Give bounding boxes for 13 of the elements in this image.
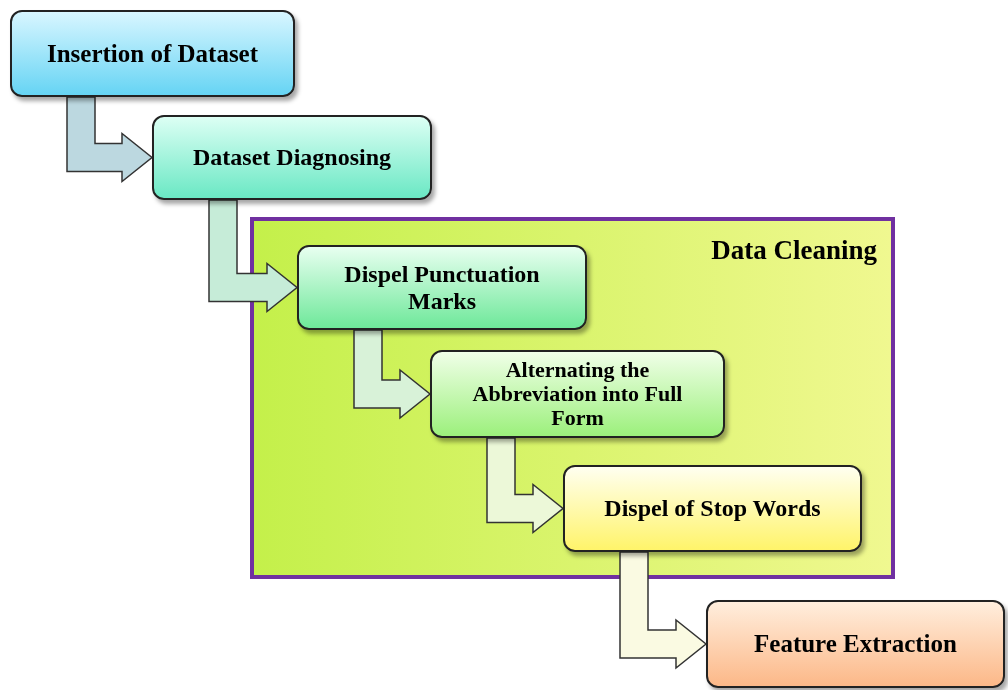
process-box: Dispel Punctuation Marks xyxy=(297,245,587,330)
process-box: Dispel of Stop Words xyxy=(563,465,862,552)
process-box: Dataset Diagnosing xyxy=(152,115,432,200)
group-title: Data Cleaning xyxy=(711,235,877,266)
process-box: Feature Extraction xyxy=(706,600,1005,688)
group-panel xyxy=(250,217,895,579)
bent-block-arrow xyxy=(208,199,299,314)
bent-block-arrow xyxy=(486,437,565,535)
process-box: Insertion of Dataset xyxy=(10,10,295,97)
bent-block-arrow xyxy=(66,96,154,184)
bent-block-arrow xyxy=(619,551,708,670)
process-box: Alternating the Abbreviation into Full Form xyxy=(430,350,725,438)
bent-block-arrow xyxy=(353,329,432,420)
